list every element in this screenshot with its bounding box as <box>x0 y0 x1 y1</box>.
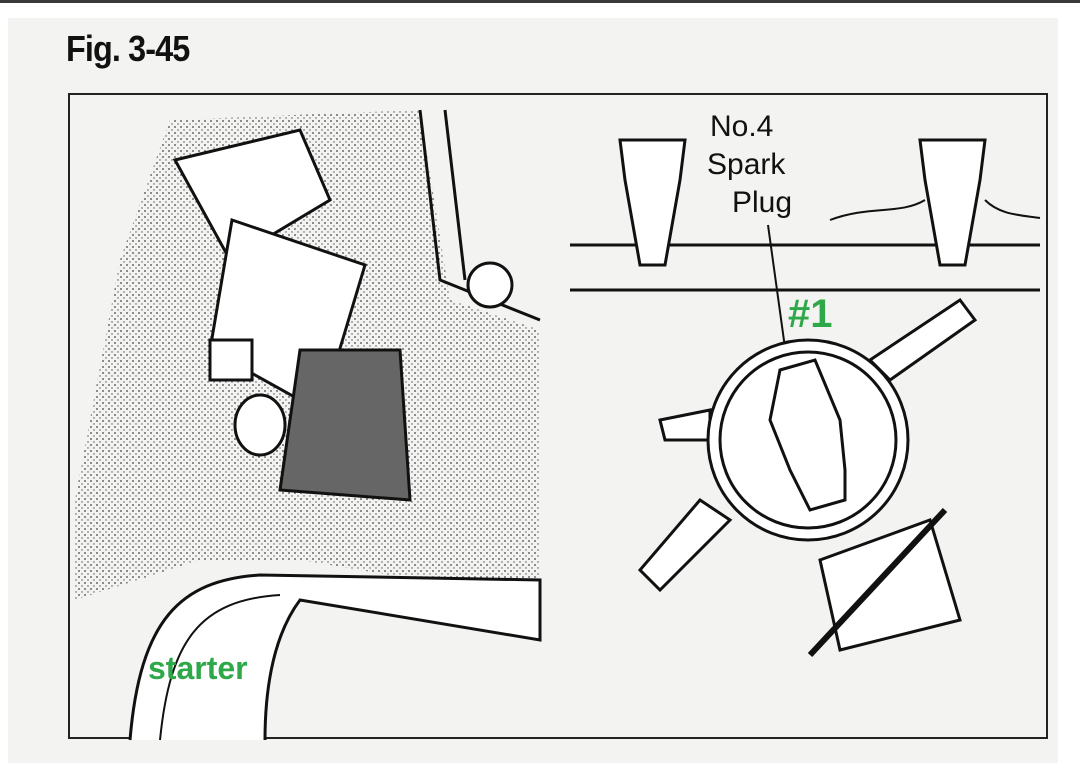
window-top-bar <box>0 0 1080 3</box>
distributor-drawing <box>637 297 978 658</box>
figure-frame <box>68 93 1048 739</box>
spark-plugs-drawing <box>570 138 1041 421</box>
figure-title: Fig. 3-45 <box>66 28 190 69</box>
starter-label: starter <box>148 650 248 686</box>
spark-plug-label-line3: Plug <box>732 186 793 219</box>
spark-plug-label-line2: Spark <box>707 148 786 181</box>
cylinder-1-marker: #1 <box>788 292 833 336</box>
engine-block-drawing <box>75 109 542 741</box>
spark-plug-label-line1: No.4 <box>710 110 774 143</box>
